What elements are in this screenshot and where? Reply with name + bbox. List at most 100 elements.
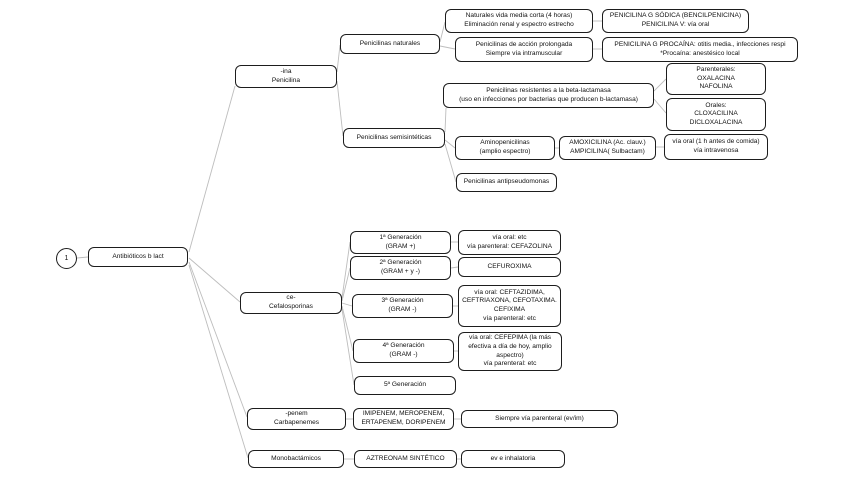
node-line: vía parenteral: etc [483,314,536,322]
node-line: (GRAM + y -) [380,268,420,275]
node-line: (GRAM +) [385,242,416,250]
node-generacion-2[interactable]: 2ª Generación (GRAM + y -) [350,256,451,280]
node-line: 2ª Generación [379,259,422,267]
connector-line [653,78,667,92]
connector-line [341,305,354,352]
node-penicilina-g-procaina[interactable]: PENICILINA G PROCAÍNA: otitis media., in… [602,37,798,62]
node-aminopenicilinas[interactable]: Aminopenicilinas (amplio espectro) [455,136,555,160]
root-marker-label: 1 [64,255,69,262]
node-line: AMOXICILINA (Ac. clauv.) [569,139,646,147]
node-line: aspectro) [496,351,524,359]
node-generacion-1-info[interactable]: vía oral: etc vía parenteral: CEFAZOLINA [458,230,561,255]
node-generacion-2-info[interactable]: CEFUROXIMA [458,257,561,277]
node-line: Penicilinas naturales [359,39,421,47]
node-line: 1ª Generación [379,233,422,241]
node-line: Penicilinas resistentes a la beta-lactam… [486,86,611,94]
connector-line [341,302,353,307]
node-line: IMIPENEM, MEROPENEM, [362,410,445,418]
node-line: PENICILINA V: vía oral [641,21,710,28]
node-penicilinas-antipseudomonas[interactable]: Penicilinas antipseudomonas [456,173,557,192]
node-line: vía parenteral: CEFAZOLINA [466,242,553,250]
node-antibioticos-blact[interactable]: Antibióticos b lact [88,247,188,267]
node-cefalosporinas[interactable]: ce- Cefalosporinas [240,292,342,314]
node-line: vía oral: CEFTAZIDIMA, [474,288,545,296]
node-line: ERTAPENEM, DORIPENEM [361,419,446,426]
node-line: CEFIXIMA [493,306,526,313]
node-line: *Procaína: anestésico local [660,49,740,57]
node-line: -penem [285,410,308,418]
node-penicilina-g-sodica[interactable]: PENICILINA G SÓDICA (BENCILPENICINA) PEN… [602,9,749,33]
node-line: 4ª Generación [382,342,425,350]
node-line: CEFTRIAXONA, CEFOTAXIMA. [462,297,557,305]
node-generacion-5[interactable]: 5ª Generación [354,376,456,395]
node-monobactamicos-info[interactable]: ev e inhalatoria [461,450,565,468]
node-imipenem-meropenem[interactable]: IMIPENEM, MEROPENEM, ERTAPENEM, DORIPENE… [353,408,454,430]
node-line: AMPICILINA( Sulbactam) [570,148,645,155]
node-line: Naturales vida media corta (4 horas) [465,12,573,20]
node-line: 5ª Generación [383,381,427,389]
connector-line [653,98,667,114]
root-marker[interactable]: 1 [56,248,77,269]
connector-line [450,266,459,269]
node-via-oral-intravenosa[interactable]: vía oral (1 h antes de comida) vía intra… [664,134,768,160]
node-line: vía intravenosa [693,147,739,154]
node-carbapenemes[interactable]: -penem Carbapenemes [247,408,346,430]
connector-line [341,308,355,386]
node-line: OXALACINA [697,74,735,82]
node-line: vía oral: etc [492,233,527,241]
node-line: ev e inhalatoria [490,454,536,462]
node-line: (amplio espectro) [479,148,531,155]
connector-line [336,44,341,73]
node-generacion-4[interactable]: 4ª Generación (GRAM -) [353,339,454,363]
connector-line [188,257,241,303]
node-line: PENICILINA G SÓDICA (BENCILPENICINA) [609,12,742,20]
node-line: Siempre vía parenteral (ev/im) [495,414,584,422]
node-line: Monobactámicos [271,454,321,462]
node-line: Penicilinas de acción prolongada [475,40,573,48]
node-generacion-3[interactable]: 3ª Generación (GRAM -) [352,294,453,318]
node-accion-prolongada[interactable]: Penicilinas de acción prolongada Siempre… [455,37,593,62]
node-penicilinas-naturales[interactable]: Penicilinas naturales [340,34,440,54]
node-aztreonam[interactable]: AZTREONAM SINTÉTICO [354,450,457,468]
node-penicilina[interactable]: -ina Penicilina [235,65,337,88]
connector-line [439,21,446,43]
node-generacion-4-info[interactable]: vía oral: CEFEPIMA (la más efectiva a dí… [458,332,562,371]
node-line: NAFOLINA [699,83,733,91]
node-monobactamicos[interactable]: Monobactámicos [248,450,344,468]
connector-line [188,85,236,253]
connector-line [188,261,248,418]
node-parenterales[interactable]: Parenterales: OXALACINA NAFOLINA [666,63,766,95]
connector-line [444,107,447,133]
connector-line [439,45,456,50]
node-line: 3ª Generación [381,297,424,305]
node-line: PENICILINA G PROCAÍNA: otitis media., in… [614,40,786,48]
connector-line [188,264,249,459]
node-line: efectiva a día de hoy, amplio [468,342,552,350]
node-carbapenemes-info[interactable]: Siempre vía parenteral (ev/im) [461,410,618,428]
node-line: Penicilinas antipseudomonas [463,178,550,186]
node-line: CEFUROXIMA [487,262,532,270]
node-line: (GRAM -) [388,306,417,313]
node-line: Penicilina [271,76,301,84]
node-orales[interactable]: Orales: CLOXACILINA DICLOXALACINA [666,98,766,131]
connector-line [444,143,457,183]
node-line: Siempre vía intramuscular [485,49,563,57]
node-line: Cefalosporinas [269,303,313,310]
connector-line [341,241,351,299]
node-line: Carbapenemes [273,419,320,426]
node-amoxicilina-ampicilina[interactable]: AMOXICILINA (Ac. clauv.) AMPICILINA( Sul… [559,136,656,160]
node-generacion-3-info[interactable]: vía oral: CEFTAZIDIMA, CEFTRIAXONA, CEFO… [458,285,561,327]
node-line: Orales: [705,101,727,109]
node-generacion-1[interactable]: 1ª Generación (GRAM +) [350,231,451,254]
node-resistentes-beta-lactamasa[interactable]: Penicilinas resistentes a la beta-lactam… [443,83,654,108]
node-line: Penicilinas semisintéticas [356,133,432,141]
connector-line [76,256,89,259]
node-line: vía oral (1 h antes de comida) [672,138,760,146]
connector-line [336,80,344,137]
node-naturales-vida-media[interactable]: Naturales vida media corta (4 horas) Eli… [445,9,593,33]
node-line: Parenterales: [696,66,736,74]
node-penicilinas-semisinteticas[interactable]: Penicilinas semisintéticas [343,128,445,148]
node-line: vía parenteral: etc [483,360,537,368]
